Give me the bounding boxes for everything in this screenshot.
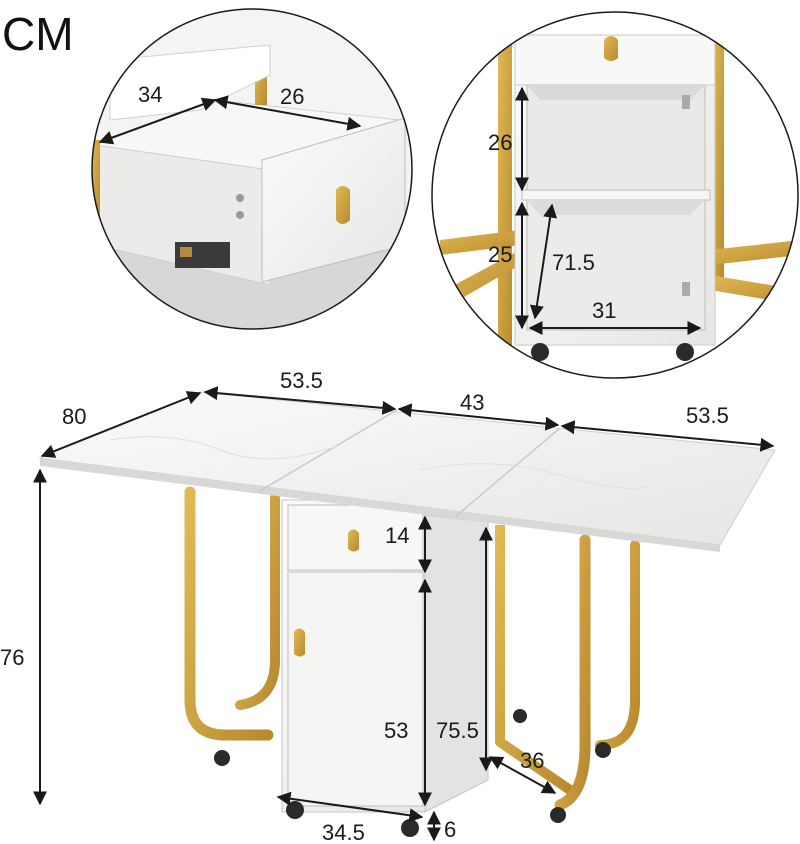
cabinet-shelf-width-label: 31 [592,298,616,323]
drawer-depth-dimension-line [213,95,362,131]
drawer-handle-icon [336,186,350,224]
caster-icon [401,819,419,837]
cabinet-shelf-diagonal-label: 71.5 [552,250,595,275]
table-depth-dimension-line [40,391,202,458]
center-dimension-line [397,403,560,431]
cabinet-diagonal-label: 75.5 [436,718,479,743]
cabinet-shelf-diagonal-dimension-line [529,203,558,320]
table-depth-label: 80 [62,404,86,429]
right-leaf-dimension-line [560,420,775,452]
caster-icon [595,742,611,758]
cabinet-door-height-label: 53 [384,718,408,743]
caster-icon [513,709,527,723]
drawer-depth-label: 26 [280,84,304,109]
cabinet-depth-dimension-line [488,756,557,794]
table-drawer-handle-icon [348,529,359,552]
left-leaf-label: 53.5 [280,368,323,393]
cabinet-drawer-height-label: 26 [488,130,512,155]
caster-icon [531,343,549,361]
screw-icon [236,211,244,219]
drawer-width-dimension-line [98,97,217,145]
cabinet-width-label: 34.5 [322,820,365,844]
drawer-front-height-label: 14 [385,523,409,548]
caster-icon [550,807,566,823]
cabinet-shelf-height-label: 25 [488,242,512,267]
unit-label: CM [2,8,74,60]
caster-icon [676,343,694,361]
table-door-handle-icon [294,628,305,657]
main-table-illustration [38,391,776,837]
cabinet-width-dimension-line [276,791,424,823]
left-leaf-dimension-line [203,386,397,415]
screw-icon [236,194,244,202]
cabinet-detail-inset: 26 25 71.5 31 [431,11,799,379]
caster-icon [214,750,230,766]
cabinet-depth-label: 36 [520,748,544,773]
table-dimensions: 80 53.5 43 53.5 76 14 53 75.5 36 34.5 6 [0,368,775,844]
table-height-label: 76 [0,645,24,670]
right-leaf-label: 53.5 [686,403,729,428]
drawer-width-label: 34 [138,82,162,107]
caster-height-label: 6 [444,817,456,842]
caster-icon [286,801,304,819]
cabinet-handle-icon [604,36,618,61]
center-label: 43 [460,390,484,415]
drawer-detail-inset: 34 26 [91,8,413,330]
